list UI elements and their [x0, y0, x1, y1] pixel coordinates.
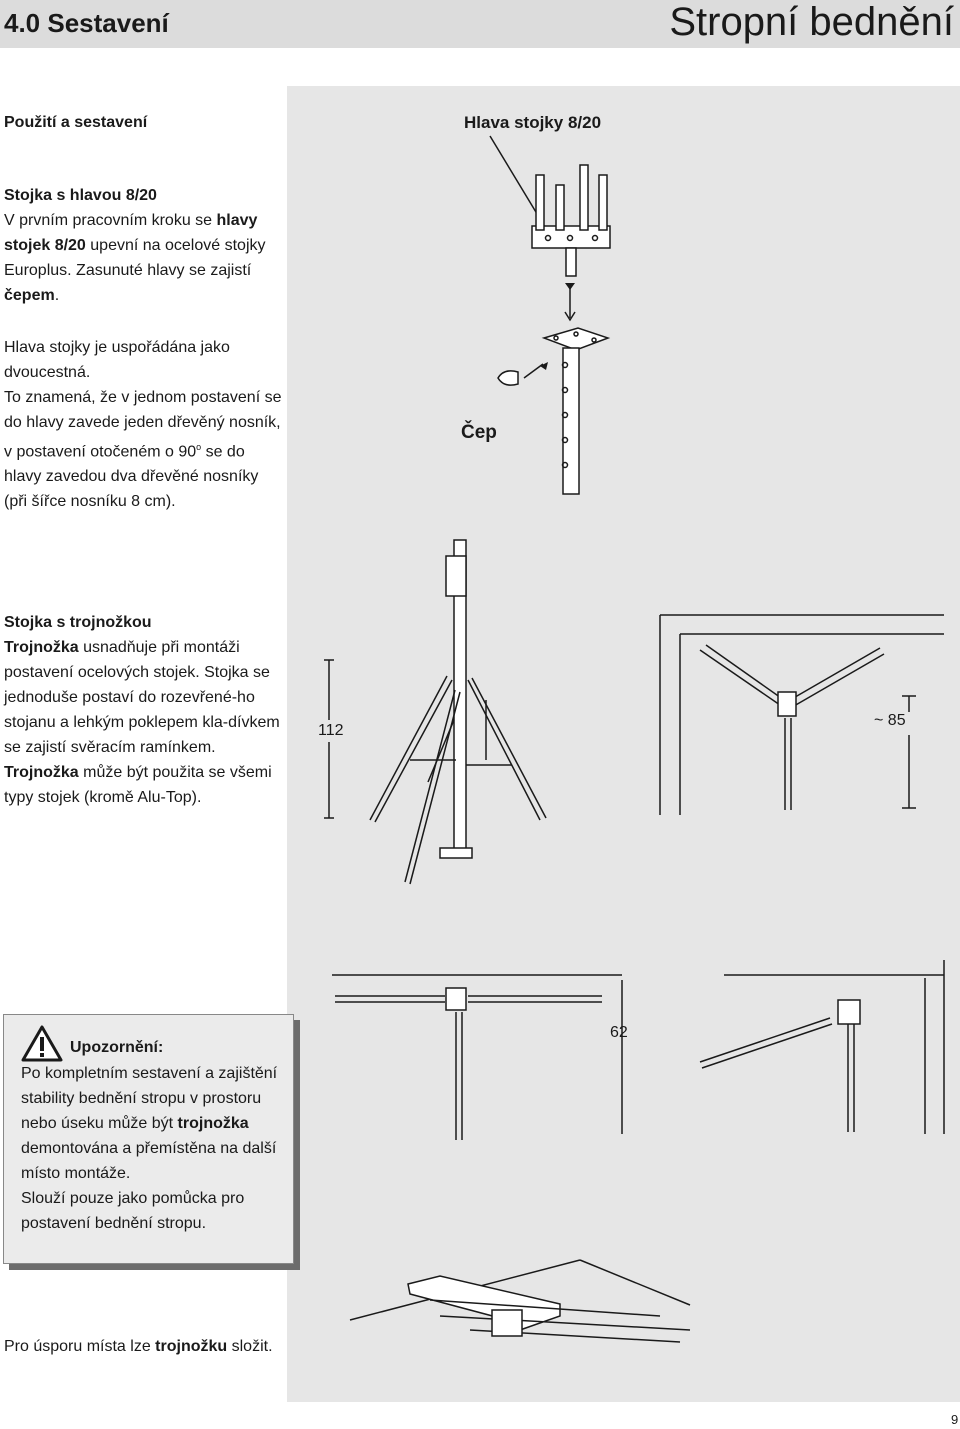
prop-head-drawing [489, 135, 611, 495]
figure-panel [287, 86, 960, 1402]
tripod-text-1: usnadňuje při montáži postavení ocelovýc… [4, 639, 280, 756]
two-way-section: Hlava stojky je uspořádána jako dvoucest… [4, 335, 282, 514]
tripod-section: Stojka s trojnožkou Trojnožka usnadňuje … [4, 610, 286, 810]
header-bar [0, 0, 960, 48]
warning-text-bold: trojnožka [177, 1115, 249, 1132]
dimension-85: ~ 85 [874, 712, 906, 729]
prop-head-text-2: upevní na ocelové stojky Europlus. Zasun… [4, 237, 266, 279]
usage-label: Použití a sestavení [4, 114, 148, 131]
prop-head-text-bold-2: čepem [4, 287, 55, 304]
arrow-down [565, 283, 575, 290]
page-number: 9 [951, 1412, 959, 1427]
tripod-bold-2: Trojnožka [4, 764, 79, 781]
two-way-line-1: Hlava stojky je uspořádána jako dvoucest… [4, 339, 230, 381]
warning-text-c: Slouží pouze jako pomůcka pro postavení … [21, 1190, 245, 1232]
warning-triangle-icon [21, 1025, 63, 1062]
prop-head-text-3: . [54, 287, 60, 304]
tripod-bold-1: Trojnožka [4, 639, 79, 656]
dimension-62: 62 [610, 1024, 628, 1041]
fold-note-a: Pro úsporu místa lze [4, 1338, 156, 1355]
prop-head-heading: Stojka s hlavou 8/20 [4, 187, 157, 204]
wall-view [332, 974, 623, 1140]
two-way-line-2a: To znamená, že v jednom postavení se do … [4, 389, 282, 461]
figure-title-head: Hlava stojky 8/20 [464, 113, 602, 132]
page-title: Stropní bednění [669, 0, 954, 44]
fold-note-b: složit. [227, 1338, 273, 1355]
warning-text-a: Po kompletním sestavení a zajištění stab… [21, 1065, 278, 1132]
prop-head-text-bold-1: hlavy stojek 8/20 [4, 212, 258, 254]
warning-title: Upozornění: [70, 1039, 164, 1056]
fold-note-bold: trojnožku [155, 1338, 228, 1355]
warning-text: Po kompletním sestavení a zajištění stab… [21, 1061, 291, 1236]
corner-top-view [659, 614, 944, 815]
warning-text-b: demontována a přemístěna na další místo … [21, 1140, 277, 1182]
degree-mark: o [196, 442, 202, 452]
tripod-heading: Stojka s trojnožkou [4, 614, 152, 631]
cep-label: Čep [461, 422, 497, 443]
prop-head-text-1: V prvním pracovním kroku se [4, 212, 217, 229]
tripod-drawing [324, 539, 547, 885]
two-way-line-2b: se do hlavy zavedou dva dřevěné nosníky … [4, 443, 259, 511]
folded-tripod-drawing [349, 1259, 691, 1343]
corner-side-view [699, 960, 945, 1134]
fold-note: Pro úsporu místa lze trojnožku složit. [4, 1338, 273, 1356]
prop-head-section: Stojka s hlavou 8/20 V prvním pracovním … [4, 183, 274, 308]
section-title: 4.0 Sestavení [4, 8, 169, 38]
tripod-text-2: může být použita se všemi typy stojek (k… [4, 764, 272, 806]
dimension-112: 112 [318, 722, 344, 739]
